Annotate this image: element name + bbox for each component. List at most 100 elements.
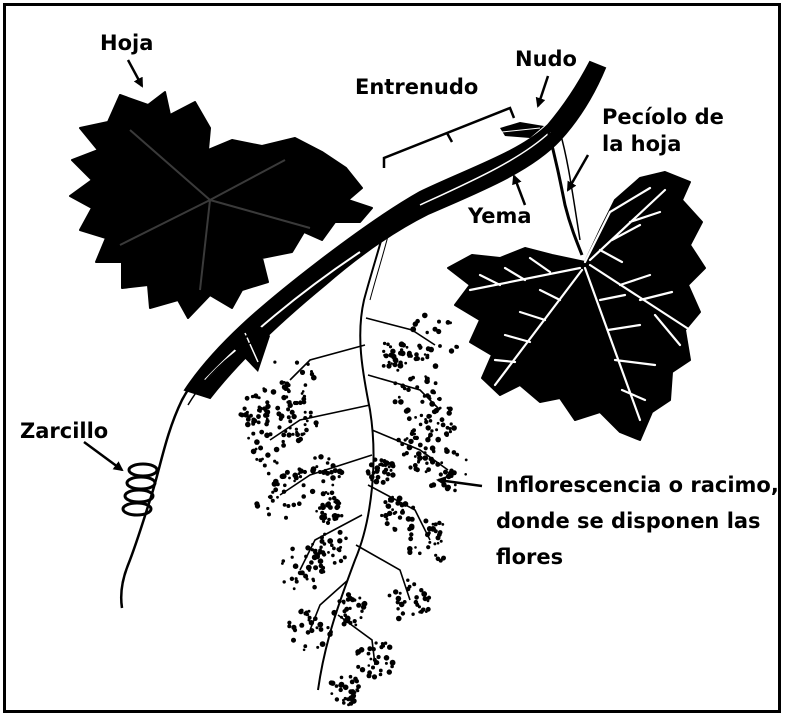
flower-bud — [245, 396, 250, 401]
flower-bud — [440, 417, 445, 422]
flower-bud — [389, 462, 392, 465]
flower-bud — [295, 361, 299, 365]
flower-bud — [384, 468, 388, 472]
flower-bud — [434, 522, 438, 526]
flower-bud — [399, 592, 402, 595]
flower-bud — [338, 530, 343, 535]
hoja-arrow — [128, 60, 142, 86]
flower-bud — [287, 621, 291, 625]
flower-bud — [288, 419, 292, 423]
flower-bud — [303, 649, 306, 652]
flower-bud — [426, 467, 431, 472]
flower-bud — [407, 550, 412, 555]
flower-bud — [285, 470, 290, 475]
flower-bud — [323, 542, 327, 546]
flower-bud — [396, 616, 402, 622]
flower-bud — [389, 345, 392, 348]
flower-bud — [438, 397, 442, 401]
flower-bud — [259, 430, 264, 435]
flower-bud — [441, 523, 444, 526]
flower-bud — [320, 535, 324, 539]
flower-bud — [340, 676, 344, 680]
leaf-petiole — [548, 130, 582, 255]
flower-bud — [247, 437, 250, 440]
flower-bud — [428, 433, 433, 438]
flower-bud — [406, 346, 409, 349]
flower-bud — [287, 415, 291, 419]
flower-bud — [286, 407, 290, 411]
flower-bud — [432, 391, 436, 395]
flower-bud — [318, 549, 322, 553]
flower-bud — [424, 379, 430, 385]
flower-bud — [448, 427, 451, 430]
flower-bud — [311, 375, 317, 381]
flower-bud — [423, 451, 426, 454]
flower-bud — [300, 609, 304, 613]
flower-bud — [384, 353, 389, 358]
flower-bud — [426, 331, 429, 334]
flower-bud — [421, 357, 425, 361]
flower-bud — [298, 571, 303, 576]
flower-bud — [326, 501, 331, 506]
flower-bud — [283, 484, 287, 488]
flower-bud — [328, 497, 331, 500]
flower-bud — [282, 559, 286, 563]
flower-bud — [414, 595, 419, 600]
flower-bud — [445, 485, 451, 491]
flower-bud — [415, 356, 420, 361]
flower-bud — [302, 400, 307, 405]
flower-bud — [344, 537, 348, 541]
flower-bud — [451, 425, 457, 431]
flower-bud — [429, 419, 433, 423]
flower-bud — [439, 407, 442, 410]
flower-bud — [425, 437, 430, 442]
flower-bud — [314, 549, 318, 553]
nudo-arrow — [538, 76, 548, 106]
flower-bud — [327, 457, 330, 460]
flower-bud — [332, 496, 337, 501]
flower-bud — [391, 496, 394, 499]
flower-bud — [400, 503, 405, 508]
flower-bud — [397, 496, 403, 502]
flower-bud — [306, 630, 311, 635]
flower-bud — [295, 580, 299, 584]
flower-bud — [268, 433, 271, 436]
flower-bud — [335, 697, 339, 701]
flower-bud — [441, 423, 446, 428]
flower-bud — [424, 375, 427, 378]
flower-bud — [295, 431, 298, 434]
flower-bud — [414, 416, 417, 419]
flower-bud — [351, 698, 357, 704]
flower-bud — [430, 526, 436, 532]
flower-bud — [424, 446, 428, 450]
flower-bud — [258, 446, 263, 451]
flower-bud — [435, 462, 440, 467]
flower-bud — [404, 438, 407, 441]
flower-bud — [385, 521, 390, 526]
flower-bud — [412, 428, 416, 432]
flower-bud — [246, 417, 251, 422]
flower-bud — [291, 433, 294, 436]
flower-bud — [384, 642, 387, 645]
flower-bud — [393, 399, 398, 404]
flower-bud — [277, 425, 281, 429]
flower-bud — [415, 467, 420, 472]
flower-bud — [332, 547, 336, 551]
flower-bud — [393, 381, 397, 385]
flower-bud — [418, 552, 422, 556]
flower-bud — [326, 521, 330, 525]
flower-bud — [415, 319, 420, 324]
flower-bud — [387, 669, 392, 674]
flower-bud — [420, 414, 423, 417]
flower-bud — [303, 644, 307, 648]
flower-bud — [444, 448, 450, 454]
flower-bud — [330, 543, 334, 547]
flower-bud — [415, 436, 419, 440]
flower-bud — [342, 622, 347, 627]
flower-bud — [406, 516, 412, 522]
flower-bud — [450, 474, 454, 478]
flower-bud — [281, 395, 286, 400]
inflorescence-stalk — [318, 215, 388, 690]
flower-bud — [339, 688, 343, 692]
label-yema: Yema — [468, 203, 532, 230]
